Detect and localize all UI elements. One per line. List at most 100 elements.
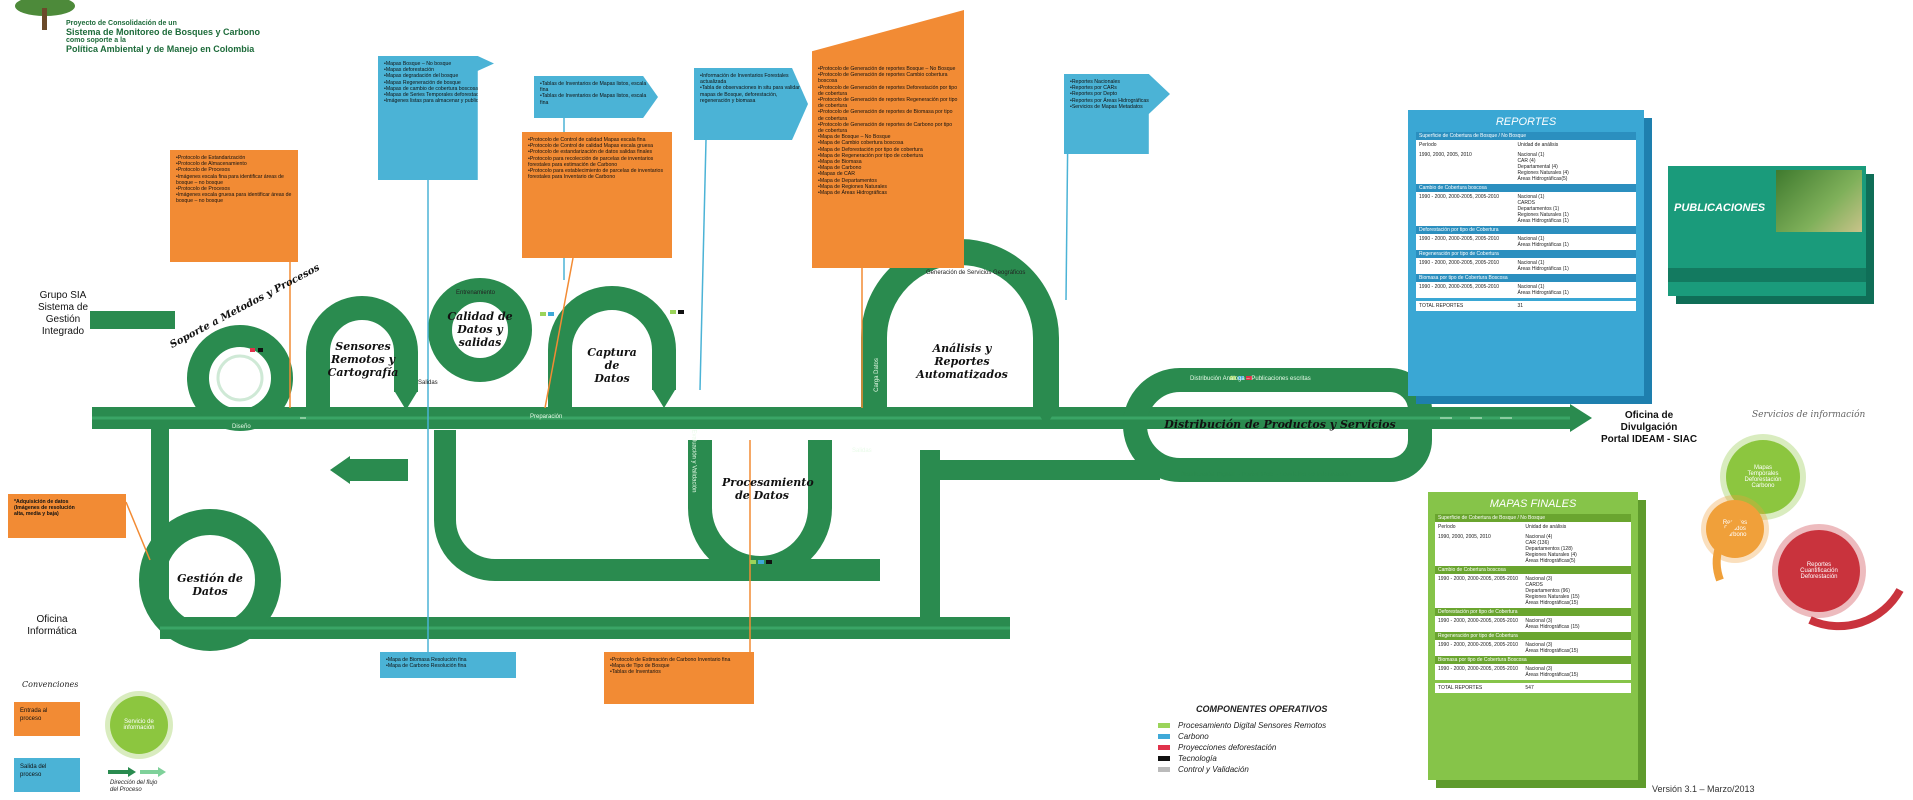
- actor-grupo-sia: Grupo SIA Sistema de Gestión Integrado: [37, 290, 89, 337]
- table-row: 1990 - 2000, 2000-2005, 2005-2010 Naciona…: [1435, 640, 1631, 656]
- componente-label: Tecnología: [1178, 754, 1217, 763]
- table-row: 1990, 2000, 2005, 2010 Nacional (1) CAR (…: [1416, 150, 1636, 184]
- table-cell: 1990, 2000, 2005, 2010: [1438, 534, 1491, 540]
- table-cell: Nacional (4) CAR (136) Departamentos (12…: [1525, 534, 1577, 564]
- total-label: TOTAL REPORTES: [1419, 303, 1464, 309]
- box-analisis-output: •Reportes Nacionales •Reportes por CARs …: [1064, 74, 1170, 154]
- reportes-panel: REPORTES Superficie de Cobertura de Bosq…: [1408, 110, 1644, 396]
- table-cell: 1990 - 2000, 2000-2005, 2005-2010: [1419, 236, 1500, 242]
- componente-swatch: [1158, 767, 1170, 772]
- label-salidas-b: Salidas: [852, 448, 872, 454]
- publicaciones-title: PUBLICACIONES: [1674, 202, 1766, 214]
- table-section-head: Deforestación por tipo de Cobertura: [1435, 608, 1631, 616]
- table-cell: 1990 - 2000, 2000-2005, 2005-2010: [1419, 260, 1500, 266]
- table-section-head: Cambio de Cobertura boscosa: [1416, 184, 1636, 192]
- table-section-head: Regeneración por tipo de Cobertura: [1416, 250, 1636, 258]
- box-analisis-input: •Protocolo de Generación de reportes Bos…: [812, 10, 964, 268]
- table-cell: Nacional (1) Áreas Hidrográficas (1): [1517, 284, 1569, 296]
- label-generacion-servicios: Generación de Servicios Geográficos: [926, 270, 1026, 276]
- legend-salida: Salida del proceso: [14, 758, 80, 792]
- table-section-head: Superficie de Cobertura de Bosque / No B…: [1435, 514, 1631, 522]
- table-row: 1990, 2000, 2005, 2010 Nacional (4) CAR (…: [1435, 532, 1631, 566]
- componente-item: Procesamiento Digital Sensores Remotos: [1158, 720, 1398, 731]
- actor-oficina-divulgacion: Oficina de Divulgación Portal IDEAM - SI…: [1600, 410, 1698, 445]
- componente-item: Control y Validación: [1158, 764, 1398, 775]
- stage-gestion: Gestión de Datos: [177, 572, 243, 598]
- table-row: 1990 - 2000, 2000-2005, 2005-2010 Naciona…: [1416, 234, 1636, 250]
- componente-item: Tecnología: [1158, 753, 1398, 764]
- table-cell: Nacional (1) CARDS Departamentos (1) Reg…: [1517, 194, 1569, 224]
- componente-swatch: [1158, 745, 1170, 750]
- componente-label: Proyecciones deforestación: [1178, 743, 1277, 752]
- box-sensores-output: •Mapas Bosque – No bosque •Mapas defores…: [378, 56, 494, 180]
- table-cell: 1990 - 2000, 2000-2005, 2005-2010: [1419, 194, 1500, 200]
- servicios-arcs: [1712, 516, 1904, 631]
- legend-servicio-icon: Servicio de información: [110, 696, 168, 754]
- table-cell: 1990 - 2000, 2000-2005, 2005-2010: [1438, 576, 1519, 582]
- table-row: 1990 - 2000, 2000-2005, 2005-2010 Naciona…: [1435, 574, 1631, 608]
- table-section-head: Biomasa por tipo de Cobertura Boscosa: [1435, 656, 1631, 664]
- label-entrenamiento: Entrenamiento: [456, 290, 496, 296]
- publicaciones-cover: PUBLICACIONES: [1668, 166, 1866, 296]
- table-total-row: TOTAL REPORTES 547: [1435, 683, 1631, 693]
- table-section-head: Deforestación por tipo de Cobertura: [1416, 226, 1636, 234]
- version-label: Versión 3.1 – Marzo/2013: [1652, 784, 1755, 794]
- componentes-title: COMPONENTES OPERATIVOS: [1196, 704, 1328, 714]
- table-section-head: Regeneración por tipo de Cobertura: [1435, 632, 1631, 640]
- componente-item: Proyecciones deforestación: [1158, 742, 1398, 753]
- table-cell: 1990 - 2000, 2000-2005, 2005-2010: [1419, 284, 1500, 290]
- table-cell: Nacional (1) Áreas Hidrográficas (1): [1517, 236, 1569, 248]
- table-cell: Nacional (3) Áreas Hidrográficas(15): [1525, 666, 1579, 678]
- stage-procesamiento: Procesamiento de Datos: [722, 476, 814, 502]
- table-cell: Nacional (1) Áreas Hidrográficas (1): [1517, 260, 1569, 272]
- table-cell: 1990 - 2000, 2000-2005, 2005-2010: [1438, 618, 1519, 624]
- label-carga-datos: Carga Datos: [873, 358, 880, 392]
- header-line-3: como soporte a la: [66, 37, 126, 44]
- mapas-table: Superficie de Cobertura de Bosque / No B…: [1435, 514, 1631, 693]
- cover-strip: [1668, 268, 1866, 282]
- table-cell: 1990, 2000, 2005, 2010: [1419, 152, 1472, 158]
- table-cell: Nacional (3) Áreas Hidrográficas (15): [1525, 618, 1580, 630]
- table-cell: Nacional (3) CARDS Departamentos (96) Re…: [1525, 576, 1580, 606]
- table-section-head: Cambio de Cobertura boscosa: [1435, 566, 1631, 574]
- legend-direccion: Dirección del flujo del Proceso: [110, 780, 158, 793]
- componente-swatch: [1158, 734, 1170, 739]
- total-value: 547: [1525, 685, 1534, 691]
- componente-label: Procesamiento Digital Sensores Remotos: [1178, 721, 1327, 730]
- reportes-table: Superficie de Cobertura de Bosque / No B…: [1416, 132, 1636, 311]
- label-salidas-a: Salidas: [418, 380, 438, 386]
- table-cell: Período: [1438, 524, 1456, 530]
- table-total-row: TOTAL REPORTES 31: [1416, 301, 1636, 311]
- legend-entrada: Entrada al proceso: [14, 702, 80, 736]
- table-row: 1990 - 2000, 2000-2005, 2005-2010 Naciona…: [1416, 192, 1636, 226]
- label-preparacion: Preparación: [530, 414, 563, 420]
- box-procesamiento-input: •Protocolo de Estimación de Carbono Inve…: [604, 652, 754, 704]
- logo-tree-icon: [14, 0, 76, 30]
- table-section-head: Biomasa por tipo de Cobertura Boscosa: [1416, 274, 1636, 282]
- table-row: 1990 - 2000, 2000-2005, 2005-2010 Naciona…: [1416, 258, 1636, 274]
- table-section-head: Superficie de Cobertura de Bosque / No B…: [1416, 132, 1636, 140]
- table-cell: 1990 - 2000, 2000-2005, 2005-2010: [1438, 642, 1519, 648]
- stage-distribucion: Distribución de Productos y Servicios: [1164, 418, 1396, 431]
- table-cell: Unidad de análisis: [1525, 524, 1567, 530]
- forest-photo-icon: [1776, 170, 1862, 232]
- table-cell: Período: [1419, 142, 1437, 148]
- stage-analisis: Análisis y Reportes Automatizados: [916, 342, 1008, 381]
- header-line-1: Proyecto de Consolidación de un: [66, 20, 177, 27]
- convenciones-title: Convenciones: [22, 680, 79, 689]
- total-value: 31: [1517, 303, 1523, 309]
- actor-oficina-informatica: Oficina Informática: [27, 614, 77, 637]
- flow-direction-arrow-icon: [108, 765, 168, 783]
- header-line-2: Sistema de Monitoreo de Bosques y Carbon…: [66, 27, 261, 37]
- reportes-title: REPORTES: [1495, 116, 1557, 128]
- label-distribucion-analoga: Distribución Análoga – Publicaciones esc…: [1190, 376, 1311, 382]
- table-cell: Nacional (1) CAR (4) Departamental (4) R…: [1517, 152, 1569, 182]
- table-cell: Nacional (3) Áreas Hidrográficas(15): [1525, 642, 1579, 654]
- gear-reportes-deforestacion: Reportes Cuantificación Deforestación: [1778, 530, 1860, 612]
- box-bottom-output: •Mapa de Biomasa Resolución fina •Mapa d…: [380, 652, 516, 678]
- table-row: Período Unidad de análisis: [1435, 522, 1631, 532]
- table-row: 1990 - 2000, 2000-2005, 2005-2010 Naciona…: [1416, 282, 1636, 298]
- total-label: TOTAL REPORTES: [1438, 685, 1483, 691]
